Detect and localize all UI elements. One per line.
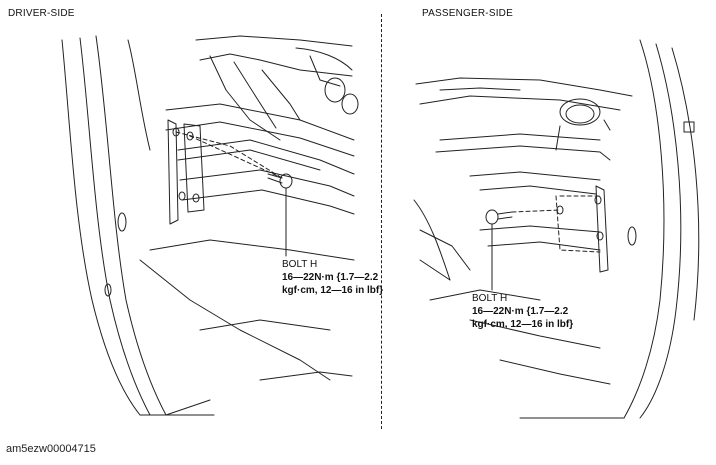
passenger-bolt-name: BOLT H: [472, 293, 508, 304]
driver-bolt-name: BOLT H: [282, 259, 318, 270]
driver-bolt-torque-line1: 16—22N·m {1.7—2.2: [282, 272, 379, 283]
driver-bolt-torque-line2: kgf·cm, 12—16 in lbf}: [282, 285, 384, 296]
passenger-bolt-torque-line1: 16—22N·m {1.7—2.2: [472, 306, 569, 317]
passenger-bolt-callout: BOLT H 16—22N·m {1.7—2.2 kgf·cm, 12—16 i…: [472, 292, 573, 331]
passenger-side-drawing: [413, 39, 700, 419]
figure-id: am5ezw00004715: [6, 443, 96, 455]
passenger-bolt-torque-line2: kgf·cm, 12—16 in lbf}: [472, 319, 574, 330]
passenger-side-title: PASSENGER-SIDE: [422, 8, 513, 19]
driver-side-title: DRIVER-SIDE: [8, 8, 75, 19]
view-divider: [381, 14, 382, 429]
driver-side-drawing: [61, 35, 359, 416]
driver-bolt-callout: BOLT H 16—22N·m {1.7—2.2 kgf·cm, 12—16 i…: [282, 258, 383, 297]
